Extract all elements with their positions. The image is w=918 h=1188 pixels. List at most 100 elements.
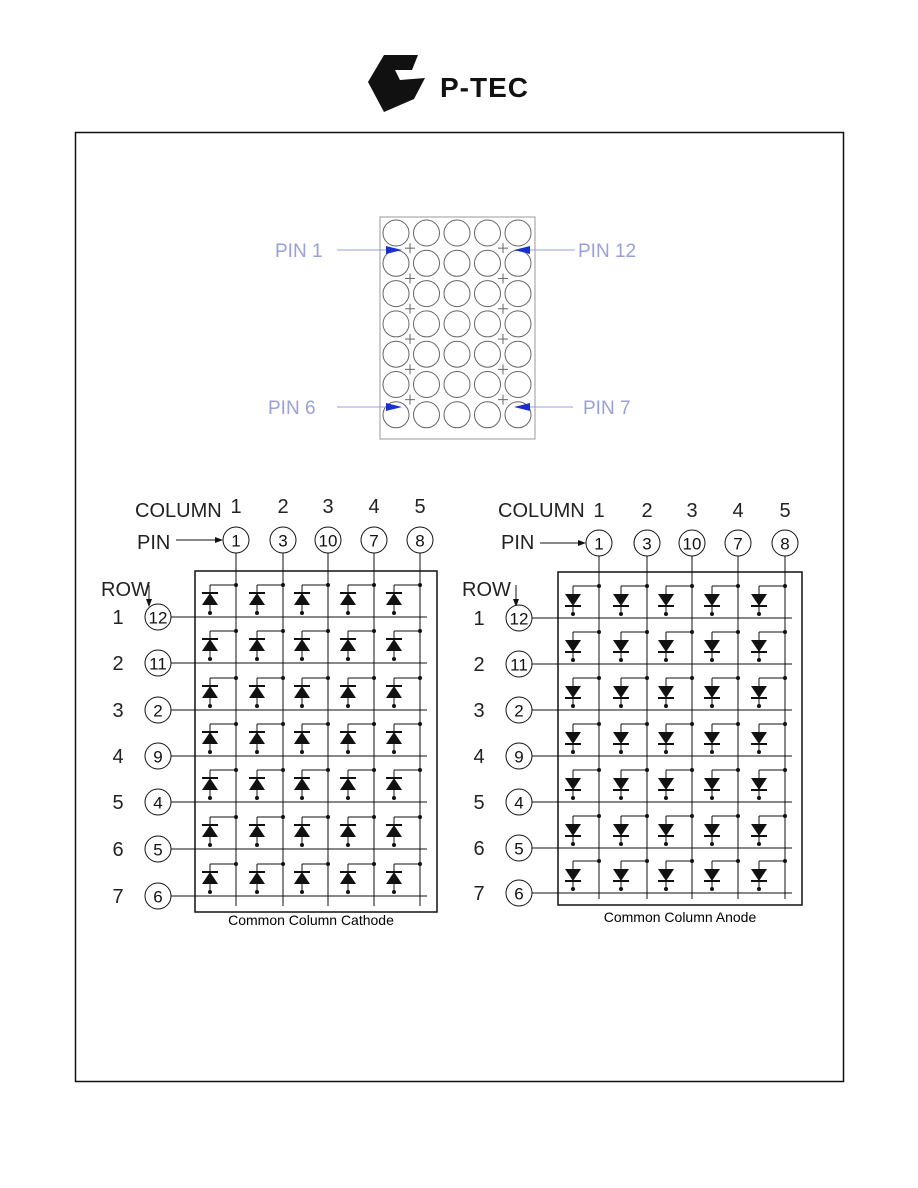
diode-icon: [294, 825, 310, 837]
diode-icon: [704, 732, 720, 744]
row-pin-number: 11: [510, 656, 528, 675]
column-number: 2: [277, 496, 288, 518]
column-number: 4: [732, 500, 743, 522]
led-dot: [413, 219, 440, 247]
diode-icon: [565, 732, 581, 744]
led-dot: [413, 249, 440, 277]
column-pin-number: 3: [642, 535, 651, 554]
led-dot: [474, 249, 501, 277]
column-pin-number: 1: [231, 532, 240, 551]
led-dot: [413, 310, 440, 338]
row-number: 3: [112, 700, 123, 722]
row-pin-number: 4: [514, 794, 523, 813]
led-dot: [474, 371, 501, 398]
pin-arrow-icon: [215, 537, 223, 543]
diode-icon: [751, 824, 767, 836]
column-number: 2: [641, 500, 652, 522]
row-pin-number: 4: [153, 794, 162, 813]
diode-icon: [565, 686, 581, 698]
led-dot: [382, 249, 410, 277]
row-number: 5: [473, 792, 484, 814]
row-pin-number: 5: [514, 840, 523, 859]
diode-icon: [294, 686, 310, 698]
diode-icon: [704, 824, 720, 836]
diode-icon: [658, 686, 674, 698]
diode-icon: [704, 869, 720, 881]
diode-icon: [658, 640, 674, 652]
led-dot: [382, 371, 410, 398]
diode-icon: [202, 872, 218, 884]
diode-icon: [294, 872, 310, 884]
matrix-frame: [557, 571, 803, 906]
diode-icon: [386, 639, 402, 651]
diode-icon: [751, 640, 767, 652]
row-number: 1: [112, 607, 123, 629]
diode-icon: [613, 640, 629, 652]
led-dot: [474, 401, 501, 429]
pin-arrow-icon: [578, 540, 586, 546]
diode-icon: [294, 732, 310, 744]
diode-icon: [704, 686, 720, 698]
diode-icon: [249, 732, 265, 744]
row-number: 4: [473, 746, 484, 768]
led-dot: [443, 371, 471, 398]
led-dot: [382, 340, 410, 368]
row-number: 5: [112, 792, 123, 814]
diode-icon: [202, 825, 218, 837]
column-label: COLUMN: [135, 500, 222, 522]
led-dot: [443, 280, 471, 308]
row-pin-number: 12: [510, 610, 529, 629]
diode-icon: [751, 732, 767, 744]
led-dot: [504, 249, 532, 277]
pin7-arrow-icon: [514, 403, 530, 411]
led-dot: [382, 280, 410, 308]
diode-icon: [704, 778, 720, 790]
diode-icon: [386, 686, 402, 698]
led-dot: [413, 280, 440, 308]
column-pin-number: 3: [278, 532, 287, 551]
row-number: 6: [112, 839, 123, 861]
diode-icon: [565, 869, 581, 881]
column-number: 5: [779, 500, 790, 522]
diode-icon: [658, 869, 674, 881]
diode-icon: [294, 778, 310, 790]
row-pin-number: 2: [514, 702, 523, 721]
diode-icon: [613, 732, 629, 744]
diode-icon: [565, 778, 581, 790]
column-pin-number: 10: [683, 535, 702, 554]
diode-icon: [613, 686, 629, 698]
diode-icon: [340, 732, 356, 744]
diode-icon: [202, 778, 218, 790]
brand-name: P-TEC: [440, 72, 529, 103]
diode-icon: [340, 778, 356, 790]
column-label: COLUMN: [498, 500, 585, 522]
diode-icon: [751, 778, 767, 790]
pin-label: PIN: [137, 532, 170, 554]
column-number: 5: [414, 496, 425, 518]
row-pin-number: 11: [149, 655, 167, 674]
package-outline: PIN 1 PIN 12 PIN 6 PIN 7: [268, 216, 636, 440]
diode-icon: [658, 594, 674, 606]
diode-icon: [202, 593, 218, 605]
diode-icon: [249, 778, 265, 790]
diode-icon: [249, 639, 265, 651]
led-dot: [474, 340, 501, 368]
column-number: 3: [322, 496, 333, 518]
diode-icon: [249, 593, 265, 605]
pin1-arrow-icon: [386, 246, 402, 254]
row-arrow-icon: [513, 599, 519, 607]
diode-icon: [249, 825, 265, 837]
diode-icon: [340, 825, 356, 837]
led-dot: [504, 371, 532, 398]
row-number: 7: [112, 886, 123, 908]
row-number: 6: [473, 838, 484, 860]
led-dot: [443, 249, 471, 277]
page-frame: [74, 131, 845, 1083]
diode-icon: [613, 869, 629, 881]
row-number: 2: [473, 654, 484, 676]
led-dot: [474, 219, 501, 247]
diode-icon: [202, 686, 218, 698]
diode-icon: [565, 594, 581, 606]
